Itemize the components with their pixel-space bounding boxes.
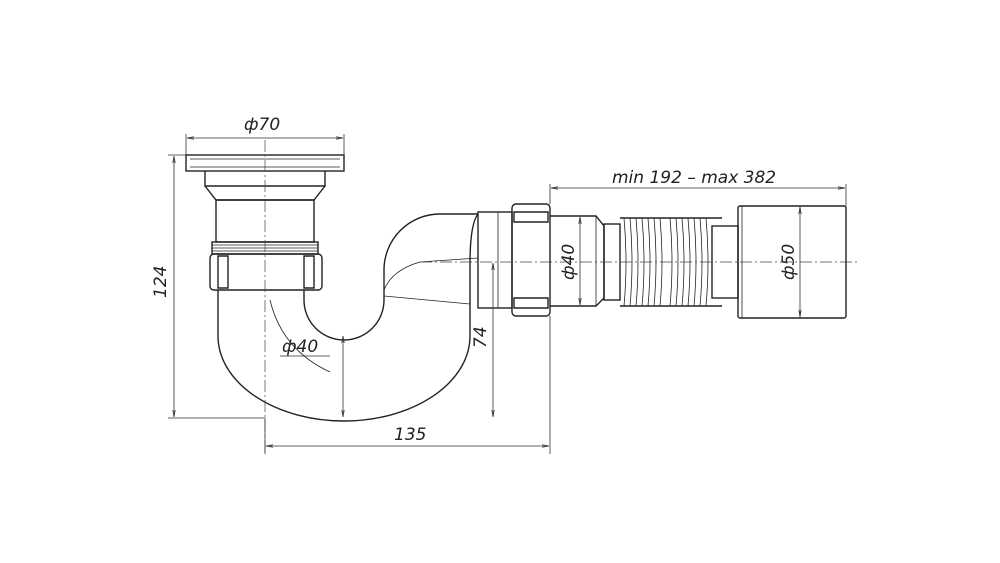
center-axes	[264, 140, 860, 452]
trap-u-bend	[217, 213, 479, 422]
label-horizontal-offset: 135	[394, 425, 426, 445]
label-total-height: 124	[151, 266, 171, 298]
label-water-seal: 74	[471, 326, 491, 348]
dim-hose-length: min 192 – max 382	[549, 168, 847, 206]
label-inner-diameter: ф40	[282, 337, 318, 357]
dim-top-diameter: ф70	[185, 115, 345, 155]
dim-inner-diameter: ф40	[280, 336, 343, 417]
outlet-fitting	[477, 211, 513, 309]
union-nut-side	[511, 203, 551, 317]
dim-hose-end-diameter: ф50	[779, 207, 800, 317]
dim-water-seal: 74	[471, 263, 493, 417]
label-outlet-diameter: ф40	[559, 244, 579, 280]
union-nut-top	[209, 253, 323, 291]
dim-outlet-diameter: ф40	[559, 217, 580, 305]
label-top-diameter: ф70	[244, 115, 280, 135]
dim-total-height: 124	[151, 154, 265, 419]
label-hose-end-diameter: ф50	[779, 244, 799, 280]
dim-horizontal-offset: 135	[264, 316, 551, 454]
label-hose-length: min 192 – max 382	[612, 168, 776, 188]
